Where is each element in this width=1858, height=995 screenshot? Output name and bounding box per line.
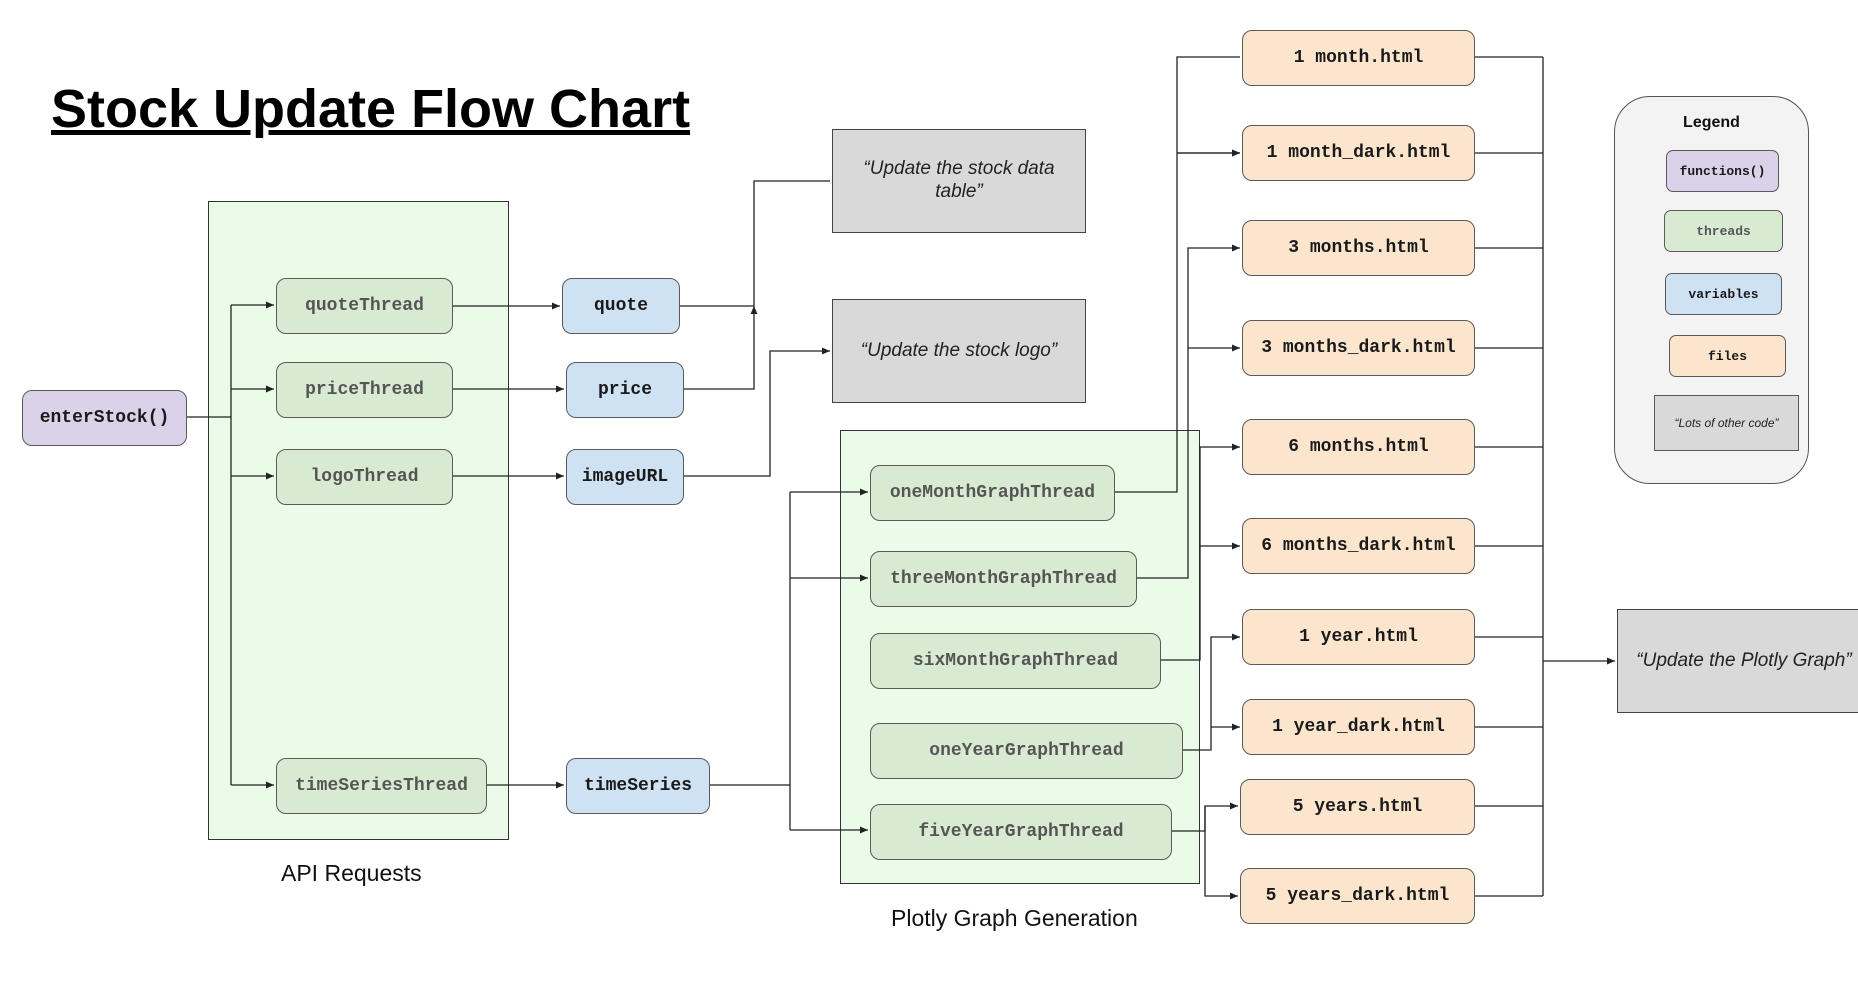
legend-threads: threads <box>1664 210 1783 252</box>
edge-sixmonth-files <box>1160 443 1240 661</box>
page-title: Stock Update Flow Chart <box>51 79 691 139</box>
edge-fiveyear-dark <box>1204 806 1238 900</box>
legend-functions: functions() <box>1666 150 1779 192</box>
edge-quote-price-to-table-note <box>679 180 830 390</box>
edge-onemonth-files <box>1114 56 1240 493</box>
update-logo-note: “Update the stock logo” <box>832 299 1086 403</box>
file-3-months-dark: 3 months_dark.html <box>1242 320 1475 376</box>
legend-files: files <box>1669 335 1786 377</box>
edge-threemonth-files <box>1136 244 1240 579</box>
legend-title: Legend <box>1683 114 1740 131</box>
price-thread: priceThread <box>276 362 453 418</box>
file-5-years-dark: 5 years_dark.html <box>1240 868 1475 924</box>
enterstock-function: enterStock() <box>22 390 187 446</box>
file-6-months: 6 months.html <box>1242 419 1475 475</box>
update-plotly-graph-note: “Update the Plotly Graph” <box>1617 609 1858 713</box>
price-variable: price <box>566 362 684 418</box>
fiveyear-graph-thread: fiveYearGraphThread <box>870 804 1172 860</box>
timeseries-variable: timeSeries <box>566 758 710 814</box>
file-5-years: 5 years.html <box>1240 779 1475 835</box>
legend-other-code: “Lots of other code” <box>1654 395 1799 451</box>
file-1-month: 1 month.html <box>1242 30 1475 86</box>
edge-imageurl-to-logo-note <box>683 347 830 477</box>
sixmonth-graph-thread: sixMonthGraphThread <box>870 633 1161 689</box>
edge-enterstock-trunk <box>186 305 232 785</box>
legend-variables: variables <box>1665 273 1782 315</box>
file-6-months-dark: 6 months_dark.html <box>1242 518 1475 574</box>
update-table-note: “Update the stock data table” <box>832 129 1086 233</box>
quote-variable: quote <box>562 278 680 334</box>
file-1-year-dark: 1 year_dark.html <box>1242 699 1475 755</box>
threemonth-graph-thread: threeMonthGraphThread <box>870 551 1137 607</box>
edge-files-collector <box>1474 56 1544 897</box>
plotly-graph-caption: Plotly Graph Generation <box>891 905 1138 931</box>
file-3-months: 3 months.html <box>1242 220 1475 276</box>
logo-thread: logoThread <box>276 449 453 505</box>
timeseries-thread: timeSeriesThread <box>276 758 487 814</box>
file-1-year: 1 year.html <box>1242 609 1475 665</box>
imageurl-variable: imageURL <box>566 449 684 505</box>
oneyear-graph-thread: oneYearGraphThread <box>870 723 1183 779</box>
edge-oneyear-files <box>1182 633 1240 751</box>
quote-thread: quoteThread <box>276 278 453 334</box>
edge-timeseries-trunk <box>709 492 791 830</box>
onemonth-graph-thread: oneMonthGraphThread <box>870 465 1115 521</box>
api-requests-caption: API Requests <box>281 860 422 886</box>
file-1-month-dark: 1 month_dark.html <box>1242 125 1475 181</box>
